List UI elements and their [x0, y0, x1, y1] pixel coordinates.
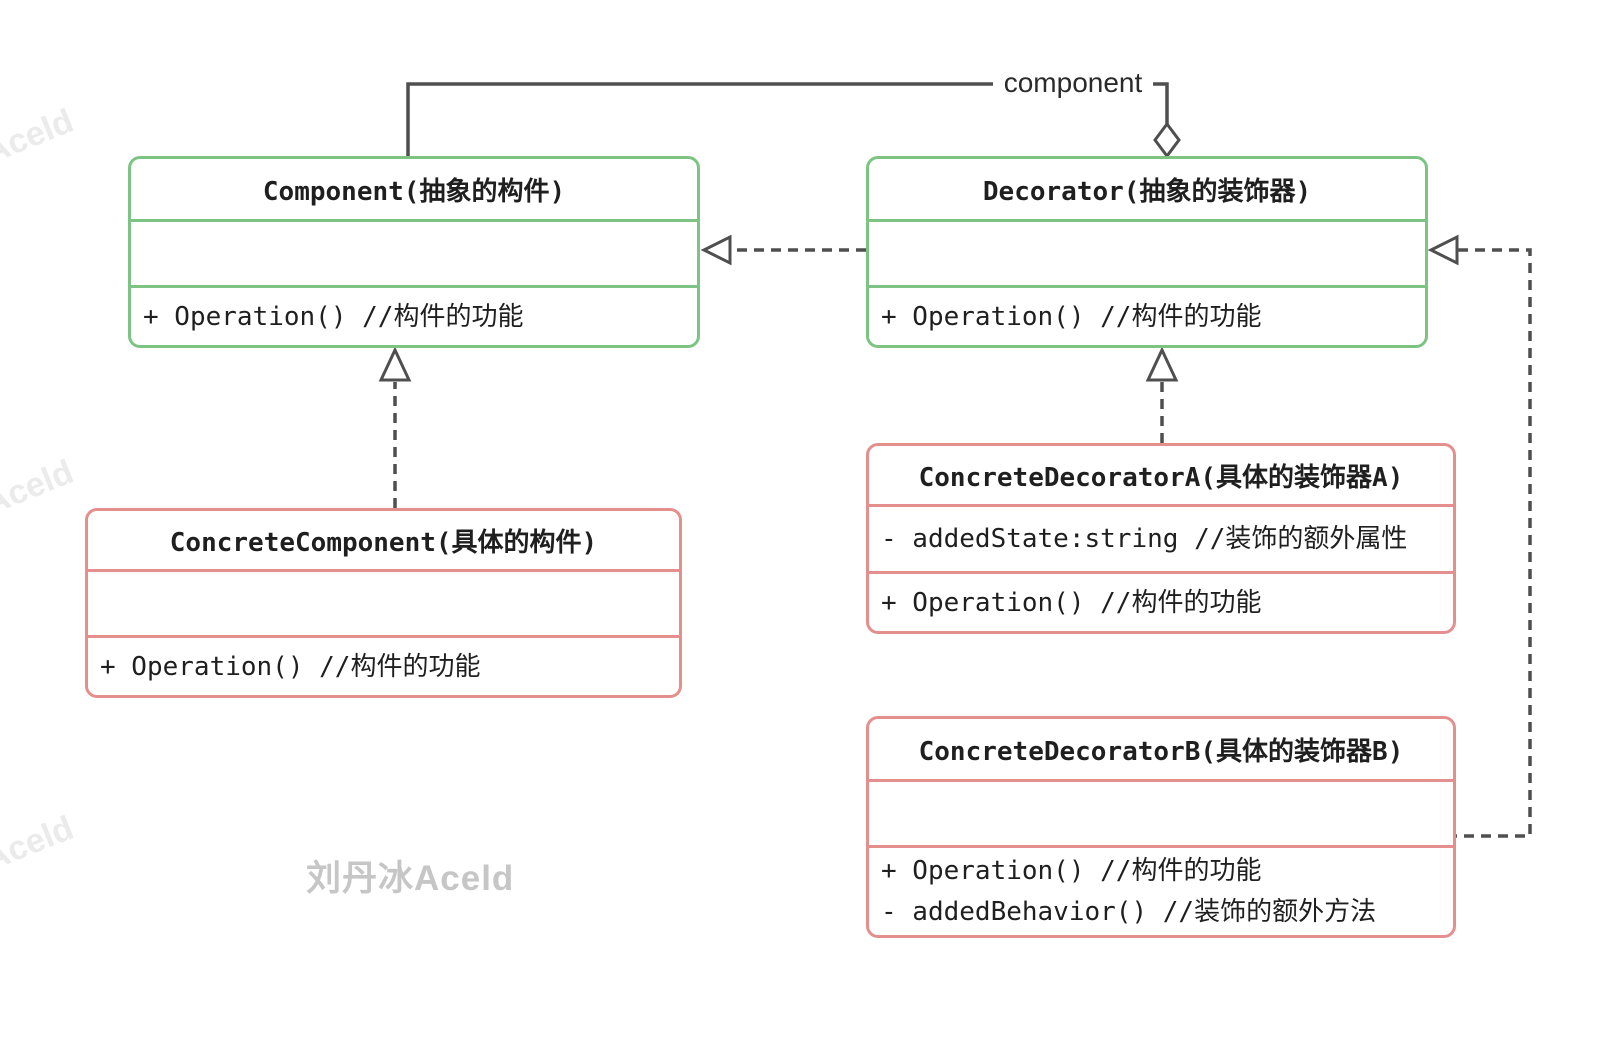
attributes-section	[869, 222, 1425, 288]
method-line: - addedBehavior() //装饰的额外方法	[881, 896, 1377, 927]
attributes-section	[131, 222, 697, 288]
corner-watermark: Aceld	[0, 808, 79, 879]
class-title: Component(抽象的构件)	[131, 159, 697, 222]
class-title: ConcreteDecoratorA(具体的装饰器A)	[869, 446, 1453, 507]
class-box-concrete-decorator-b: ConcreteDecoratorB(具体的装饰器B) + Operation(…	[866, 716, 1456, 938]
aggregation-label: component	[993, 62, 1153, 104]
attributes-section: - addedState:string //装饰的额外属性	[869, 507, 1453, 574]
method-line: + Operation() //构件的功能	[100, 651, 481, 682]
aggregation-diamond-icon	[1153, 121, 1181, 159]
class-title: ConcreteComponent(具体的构件)	[88, 511, 679, 572]
class-title: Decorator(抽象的装饰器)	[869, 159, 1425, 222]
decoratorb-to-decorator-dashed-line	[1456, 248, 1532, 838]
method-line: + Operation() //构件的功能	[881, 301, 1262, 332]
methods-section: + Operation() //构件的功能	[88, 638, 679, 695]
corner-watermark: Aceld	[0, 452, 79, 523]
left-open-arrow-icon	[700, 234, 732, 266]
methods-section: + Operation() //构件的功能 - addedBehavior() …	[869, 848, 1453, 935]
class-title: ConcreteDecoratorB(具体的装饰器B)	[869, 719, 1453, 782]
class-box-concrete-component: ConcreteComponent(具体的构件) + Operation() /…	[85, 508, 682, 698]
corner-watermark: Aceld	[0, 101, 79, 172]
methods-section: + Operation() //构件的功能	[869, 288, 1425, 345]
up-open-arrow-icon	[1145, 346, 1179, 382]
attributes-section	[869, 782, 1453, 848]
method-line: + Operation() //构件的功能	[881, 587, 1262, 618]
attributes-section	[88, 572, 679, 638]
methods-section: + Operation() //构件的功能	[131, 288, 697, 345]
class-box-decorator: Decorator(抽象的装饰器) + Operation() //构件的功能	[866, 156, 1428, 348]
method-line: + Operation() //构件的功能	[881, 855, 1262, 886]
up-open-arrow-icon	[378, 346, 412, 382]
class-box-concrete-decorator-a: ConcreteDecoratorA(具体的装饰器A) - addedState…	[866, 443, 1456, 634]
author-watermark: 刘丹冰Aceld	[306, 859, 515, 898]
class-box-component: Component(抽象的构件) + Operation() //构件的功能	[128, 156, 700, 348]
left-open-arrow-icon	[1427, 234, 1459, 266]
methods-section: + Operation() //构件的功能	[869, 574, 1453, 631]
attribute-line: - addedState:string //装饰的额外属性	[881, 524, 1408, 554]
method-line: + Operation() //构件的功能	[143, 301, 524, 332]
